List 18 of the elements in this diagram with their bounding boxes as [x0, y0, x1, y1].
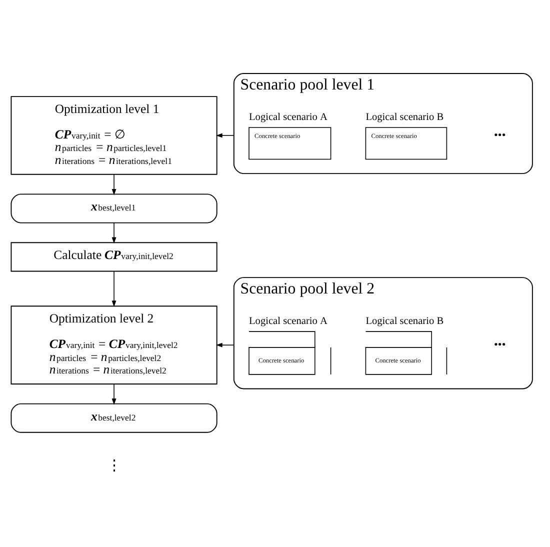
arrow [112, 174, 116, 195]
node-box: Optimization level 2 CPvary,init = CPvary,init,level2 nparticles = nparticles,level2 niterations = niterations,level2 [10, 305, 218, 384]
arrow [112, 222, 116, 244]
node-label: Logical scenario A [249, 111, 328, 122]
arrow [112, 270, 116, 306]
label: ••• [494, 338, 506, 350]
node-box: Optimization level 1 CPvary,init = ∅ nparticles = nparticles,level1 niterations = niterations,level1 [10, 96, 218, 174]
arrow [112, 383, 116, 404]
label: ⋮ [107, 458, 122, 474]
node-box: Calculate CPvary,init,level2 [10, 242, 218, 272]
node-box: xbest,level2 [10, 402, 218, 432]
label: ••• [494, 128, 506, 141]
node-box: xbest,level1 [10, 193, 218, 223]
node-label: Logical scenario B [366, 315, 444, 326]
arrow [216, 342, 234, 347]
node-label: Logical scenario A [249, 315, 328, 326]
node-label: Logical scenario B [366, 111, 444, 122]
arrow [216, 132, 234, 138]
